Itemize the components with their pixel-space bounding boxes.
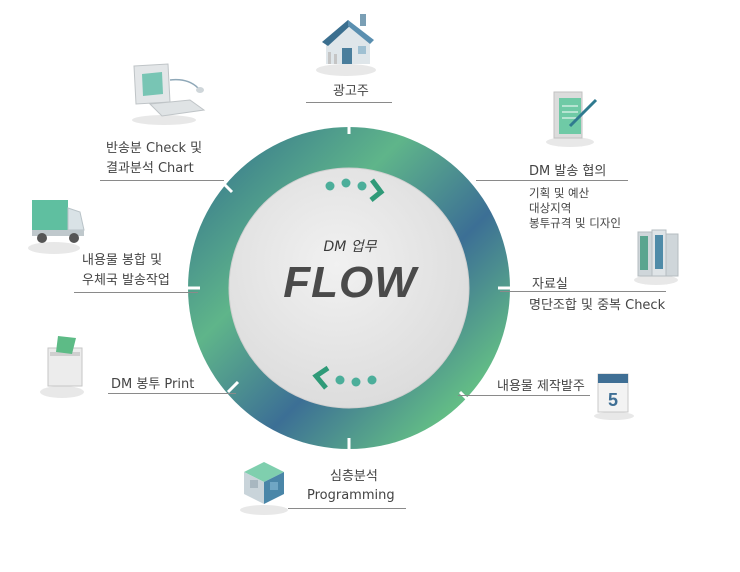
flow-arrow-bottom (312, 365, 377, 390)
step-label-data-room: 자료실 (532, 277, 568, 292)
step-detail: Programming (307, 488, 395, 503)
step-label-content-order: 내용물 제작발주 (497, 379, 585, 394)
step-line (306, 102, 392, 103)
step-line (108, 393, 236, 394)
step-line (476, 180, 628, 181)
step-line (288, 508, 406, 509)
step-detail: 봉투규격 및 디자인 (529, 216, 621, 230)
step-detail: 결과분석 Chart (106, 161, 194, 176)
step-detail: 우체국 발송작업 (82, 273, 170, 288)
step-line (500, 291, 666, 292)
document-pen-icon (546, 91, 598, 147)
step-label-deep-analysis: 심층분석 (330, 469, 378, 484)
center-subtitle: DM 업무 (323, 239, 377, 255)
center-title: FLOW (283, 258, 417, 307)
step-line (74, 292, 198, 293)
binders-icon (634, 229, 679, 285)
cube-icon (240, 462, 288, 515)
svg-text:5: 5 (608, 390, 618, 410)
computer-icon (132, 63, 206, 125)
step-label-dm-consult: DM 발송 협의 (529, 164, 607, 179)
step-detail: 기획 및 예산 (529, 186, 590, 200)
step-line (100, 180, 224, 181)
flow-arrow-top (325, 178, 385, 202)
step-detail: 대상지역 (529, 201, 572, 215)
house-icon (316, 14, 376, 76)
step-label-advertiser: 광고주 (333, 84, 369, 99)
truck-icon (28, 200, 85, 254)
step-label-envelope-print: DM 봉투 Print (111, 377, 195, 392)
calendar-icon: 5 (594, 373, 634, 420)
step-detail: 명단조합 및 중복 Check (529, 298, 666, 313)
step-label-sealing: 내용물 봉합 및 (82, 253, 163, 268)
printer-icon (40, 336, 84, 398)
step-line (458, 395, 590, 396)
step-label-return-check: 반송분 Check 및 (106, 141, 203, 156)
